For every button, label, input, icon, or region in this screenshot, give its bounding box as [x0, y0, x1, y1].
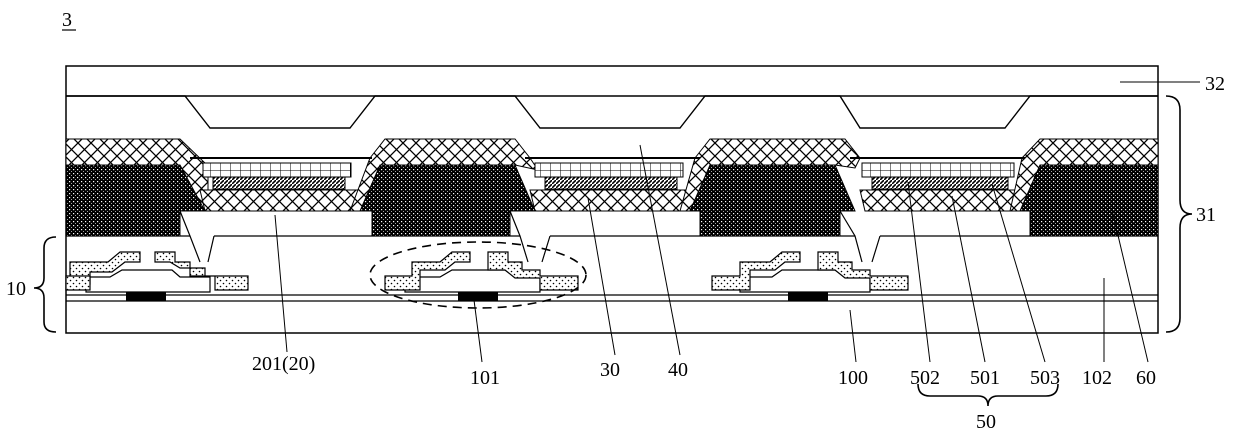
label-101: 101	[470, 367, 500, 389]
label-60: 60	[1136, 367, 1156, 389]
label-40: 40	[668, 359, 688, 381]
brace-31	[1166, 96, 1192, 332]
label-501: 501	[970, 367, 1000, 389]
label-32: 32	[1205, 73, 1225, 95]
label-201-20: 201(20)	[252, 353, 315, 375]
label-102: 102	[1082, 367, 1112, 389]
brace-10	[34, 237, 56, 332]
label-50: 50	[976, 411, 996, 433]
label-503: 503	[1030, 367, 1060, 389]
label-502: 502	[910, 367, 940, 389]
label-30: 30	[600, 359, 620, 381]
label-31: 31	[1196, 204, 1216, 226]
label-10: 10	[6, 278, 26, 300]
figure-number: 3	[62, 9, 72, 31]
label-100: 100	[838, 367, 868, 389]
light-emitting-unit-50	[203, 163, 1014, 189]
